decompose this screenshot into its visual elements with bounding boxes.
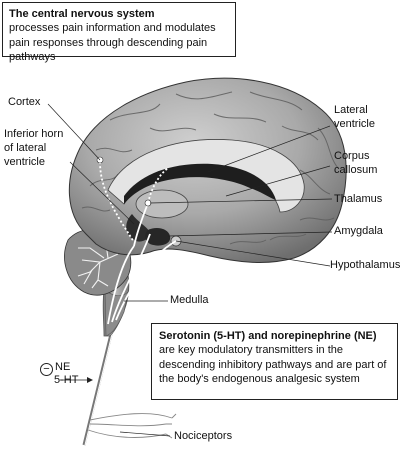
label-medulla: Medulla — [170, 294, 209, 306]
label-cortex: Cortex — [8, 96, 41, 108]
medulla-lower — [104, 289, 129, 337]
label-5ht: 5-HT — [54, 374, 79, 386]
arrow-head — [87, 377, 93, 383]
label-hypothalamus: Hypothalamus — [330, 259, 400, 271]
label-inferior-horn: Inferior horn of lateral ventricle — [4, 128, 64, 168]
label-lateral-ventricle: Lateral ventricle — [334, 104, 375, 130]
minus-circle-icon: − — [40, 363, 53, 376]
inferior-horn — [126, 214, 150, 242]
transmitters-info-box: Serotonin (5-HT) and norepinephrine (NE)… — [151, 323, 398, 400]
nerve-highlight — [84, 329, 114, 446]
label-corpus-callosum: Corpus callosum — [334, 150, 378, 176]
minus-sign: − — [43, 363, 50, 375]
cns-title: The central nervous system — [9, 8, 155, 20]
leader-lines — [47, 103, 333, 437]
cns-description: processes pain information and modulates… — [9, 22, 216, 63]
label-thalamus: Thalamus — [334, 193, 383, 205]
label-ne: NE — [55, 361, 71, 373]
nociceptor-fibres — [87, 413, 177, 439]
cns-info-box: The central nervous system processes pai… — [2, 2, 236, 63]
dotted-pathways — [99, 161, 169, 243]
pain-pathways — [107, 202, 177, 325]
label-amygdala: Amygdala — [334, 225, 383, 237]
spinal-nerve — [82, 329, 114, 446]
gyri-folds — [81, 91, 339, 245]
lateral-ventricle — [124, 163, 276, 204]
transmitters-title: Serotonin (5-HT) and norepinephrine (NE) — [159, 330, 377, 342]
amygdala — [145, 228, 171, 246]
label-nociceptors: Nociceptors — [174, 430, 233, 442]
transmitters-description: are key modulatory transmitters in the d… — [159, 344, 387, 385]
